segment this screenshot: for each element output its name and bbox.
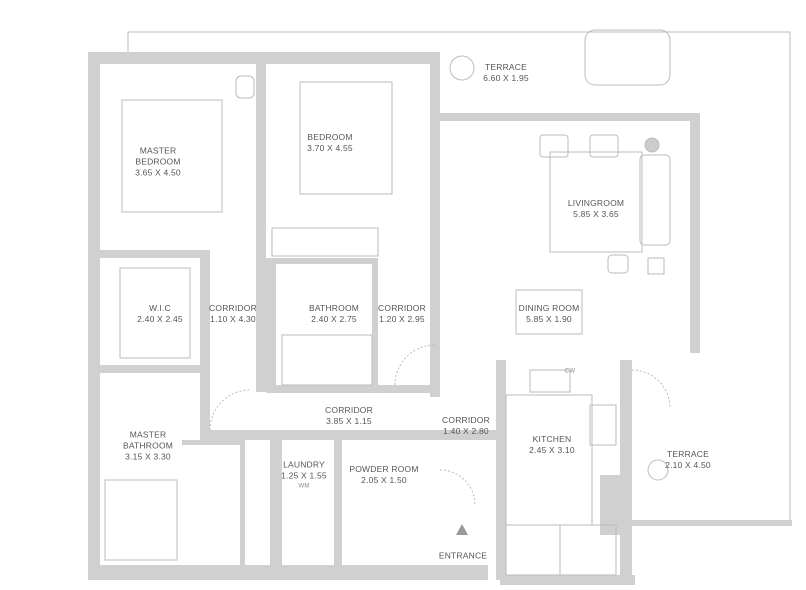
walls — [88, 52, 792, 585]
outlines — [104, 29, 791, 576]
kitchen-cw-label: CW — [564, 368, 576, 375]
entrance-label: ENTRANCE — [438, 550, 488, 561]
entrance-arrow-icon — [456, 524, 468, 535]
